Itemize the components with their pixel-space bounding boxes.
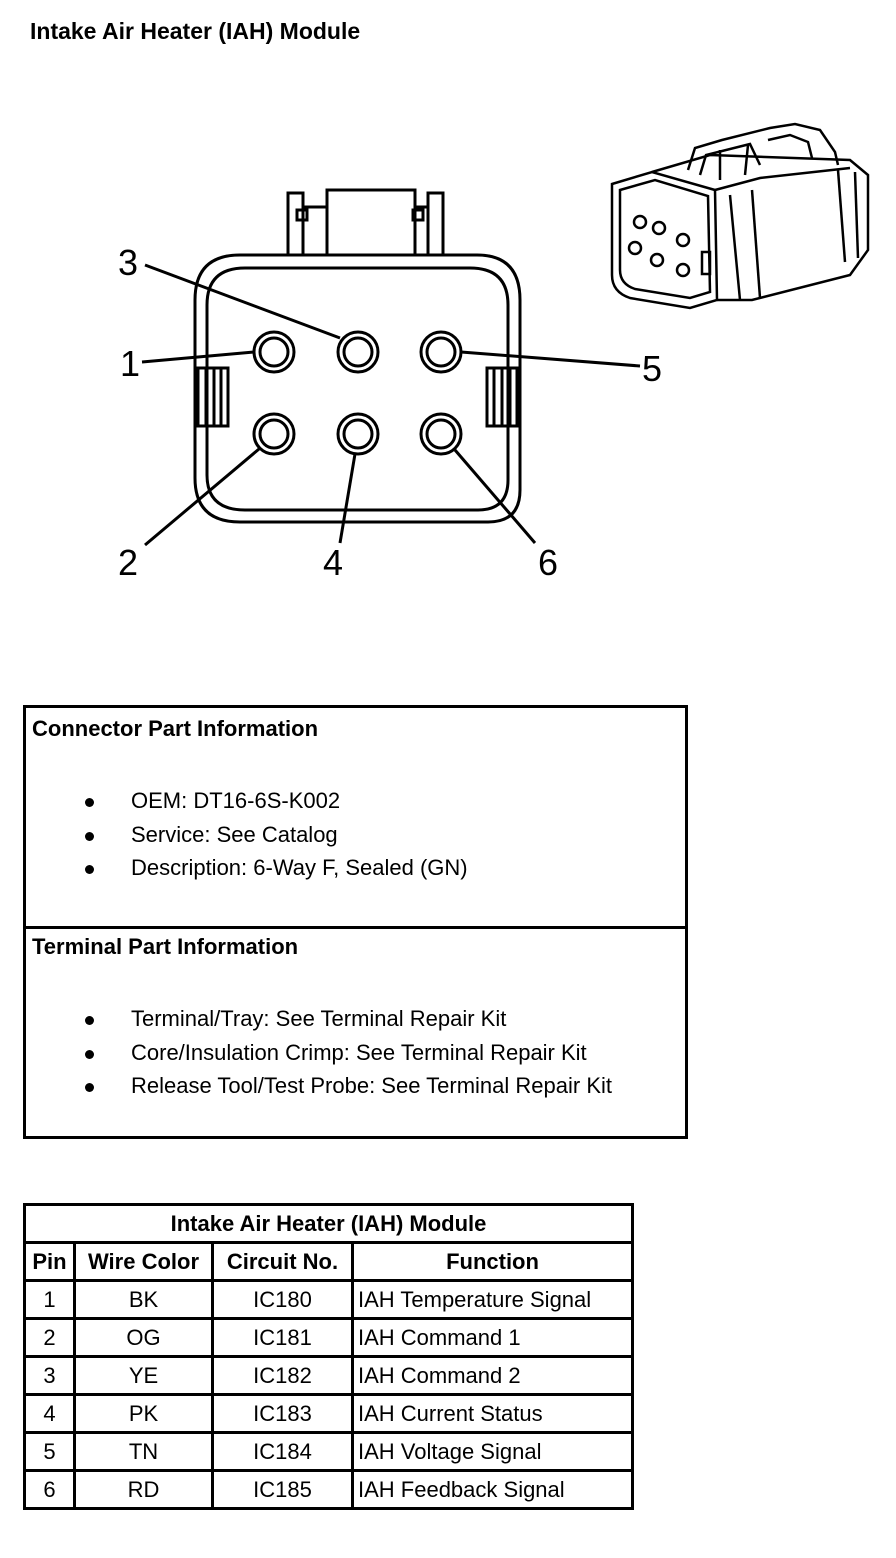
table-row: 6 RD IC185 IAH Feedback Signal [23, 1469, 634, 1510]
connector-face-view [193, 188, 522, 524]
table-cell: RD [73, 1469, 214, 1510]
table-cell: IAH Voltage Signal [351, 1431, 634, 1472]
bullet-icon [85, 1083, 94, 1092]
table-cell: 6 [23, 1469, 76, 1510]
table-header-row: Pin Wire Color Circuit No. Function [23, 1241, 634, 1282]
pin-table-title: Intake Air Heater (IAH) Module [23, 1203, 634, 1244]
column-header: Pin [23, 1241, 76, 1282]
table-cell: IAH Command 2 [351, 1355, 634, 1396]
bullet-icon [85, 865, 94, 874]
column-header: Function [351, 1241, 634, 1282]
table-row: 2 OG IC181 IAH Command 1 [23, 1317, 634, 1358]
table-cell: 3 [23, 1355, 76, 1396]
table-cell: IC183 [211, 1393, 354, 1434]
table-cell: 2 [23, 1317, 76, 1358]
pin-cavity-6 [419, 412, 463, 456]
table-cell: IAH Temperature Signal [351, 1279, 634, 1320]
pin-cavity-1 [252, 330, 296, 374]
bullet-icon [85, 831, 94, 841]
table-cell: 4 [23, 1393, 76, 1434]
table-cell: IC184 [211, 1431, 354, 1472]
pin-label-5: 5 [642, 348, 662, 389]
part-information-box: Connector Part Information OEM: DT16-6S-… [23, 705, 688, 1139]
pin-label-1: 1 [120, 343, 140, 384]
table-cell: IC182 [211, 1355, 354, 1396]
page-title: Intake Air Heater (IAH) Module [30, 18, 361, 44]
connector-isometric-view [610, 122, 870, 310]
table-cell: 1 [23, 1279, 76, 1320]
table-cell: 5 [23, 1431, 76, 1472]
connector-diagram: 1 2 3 4 5 6 [118, 122, 870, 583]
pin-number-labels: 1 2 3 4 5 6 [118, 242, 662, 583]
table-cell: IAH Current Status [351, 1393, 634, 1434]
table-title-row: Intake Air Heater (IAH) Module [23, 1203, 634, 1244]
table-cell: IAH Feedback Signal [351, 1469, 634, 1510]
pin-cavity-2 [252, 412, 296, 456]
table-cell: TN [73, 1431, 214, 1472]
pin-table: Intake Air Heater (IAH) Module Pin Wire … [23, 1203, 634, 1510]
terminal-part-information-title: Terminal Part Information [32, 934, 299, 959]
table-row: 5 TN IC184 IAH Voltage Signal [23, 1431, 634, 1472]
table-cell: OG [73, 1317, 214, 1358]
column-header: Circuit No. [211, 1241, 354, 1282]
table-cell: IAH Command 1 [351, 1317, 634, 1358]
pin-cavities [252, 330, 463, 456]
pin-label-2: 2 [118, 542, 138, 583]
connector-part-information-title: Connector Part Information [32, 716, 319, 741]
leader-lines [141, 263, 641, 547]
table-cell: PK [73, 1393, 214, 1434]
bullet-icon [85, 798, 94, 807]
pin-label-4: 4 [323, 542, 343, 583]
bullet-icon [85, 1016, 94, 1025]
pin-label-3: 3 [118, 242, 138, 283]
table-row: 4 PK IC183 IAH Current Status [23, 1393, 634, 1434]
table-cell: IC185 [211, 1469, 354, 1510]
pin-cavity-5 [419, 330, 463, 374]
pin-cavity-3 [336, 330, 380, 374]
table-cell: IC180 [211, 1279, 354, 1320]
connector-part-information: Connector Part Information OEM: DT16-6S-… [26, 708, 685, 929]
pin-cavity-4 [336, 412, 380, 456]
table-row: 3 YE IC182 IAH Command 2 [23, 1355, 634, 1396]
bullet-icon [85, 1049, 94, 1059]
table-cell: IC181 [211, 1317, 354, 1358]
table-cell: YE [73, 1355, 214, 1396]
terminal-part-information: Terminal Part Information Terminal/Tray:… [32, 934, 612, 1098]
table-row: 1 BK IC180 IAH Temperature Signal [23, 1279, 634, 1320]
pin-label-6: 6 [538, 542, 558, 583]
table-cell: BK [73, 1279, 214, 1320]
column-header: Wire Color [73, 1241, 214, 1282]
